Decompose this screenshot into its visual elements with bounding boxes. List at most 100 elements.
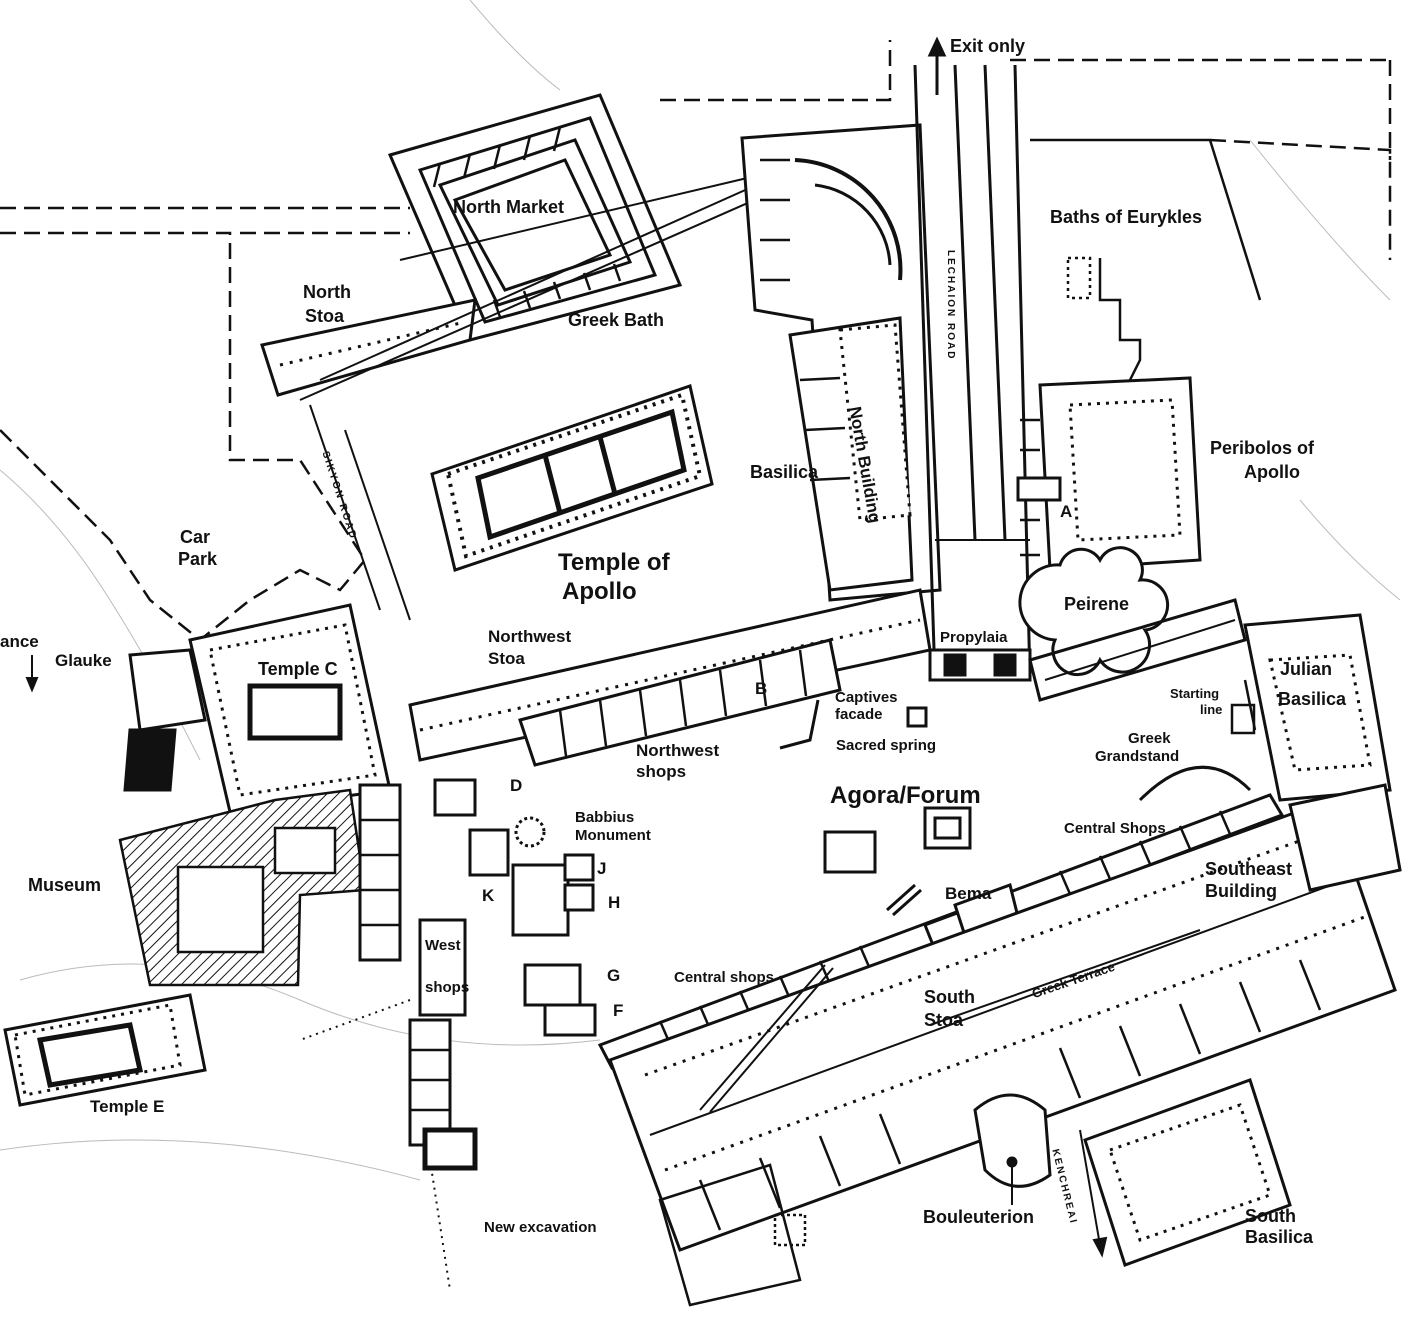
west-shops-label-1: West: [425, 937, 461, 954]
small-buildings: [433, 778, 597, 1037]
dashed-boundaries: [0, 40, 1392, 642]
basilica-complex: [740, 123, 942, 602]
peirene-fountain: [1018, 546, 1170, 677]
captives-facade-label-2: facade: [835, 706, 883, 723]
north-stoa: [260, 298, 477, 397]
museum-label: Museum: [28, 875, 102, 895]
temple-of-apollo-label-1: Temple of: [558, 549, 670, 576]
propylaia: [928, 648, 1032, 682]
basilica-rooms: [760, 158, 851, 482]
starting-line-label-1: Starting: [1170, 686, 1220, 701]
peirene-label: Peirene: [1064, 594, 1130, 614]
lechaion-road-label: LECHAION ROAD: [945, 250, 956, 361]
propylaia-road-walls: [1028, 598, 1247, 702]
bouleuterion-label: Bouleuterion: [923, 1207, 1034, 1227]
greek-grandstand-label-1: Greek: [1128, 730, 1171, 747]
letter-d-label: D: [510, 776, 523, 795]
greek-grandstand-label-2: Grandstand: [1095, 748, 1180, 765]
julian-basilica: [1243, 613, 1392, 802]
southeast-building: [1288, 783, 1402, 892]
west-shop-walls: [360, 818, 450, 1112]
north-market-rooms: [432, 126, 622, 318]
southwest-rooms: [658, 1163, 807, 1307]
baths-of-eurykles-label: Baths of Eurykles: [1050, 207, 1203, 227]
agora-features: [779, 699, 1252, 917]
south-stoa-label-1: South: [924, 987, 975, 1007]
letter-j-label: J: [597, 859, 607, 878]
sikyon-road: [309, 404, 411, 621]
bouleuterion: [973, 1093, 1052, 1205]
starting-line-marker: [1230, 679, 1257, 735]
julian-basilica-label-2: Basilica: [1278, 689, 1347, 709]
glauke-label: Glauke: [55, 651, 112, 670]
lechaion-road: [913, 64, 1032, 681]
south-basilica: [1083, 1078, 1292, 1267]
kenchreai-arrow: [1079, 1129, 1108, 1258]
peribolos-shops: [1020, 418, 1040, 557]
letter-h-label: H: [608, 893, 621, 912]
peribolos-of-apollo: [1016, 376, 1202, 572]
temple-of-apollo-label-2: Apollo: [562, 578, 637, 605]
northwest-shop-walls: [558, 649, 808, 757]
glauke-fountain: [123, 648, 207, 792]
central-shops-lower-label: Central shops: [674, 969, 775, 986]
upper-annex: [399, 174, 761, 261]
exit-label: Exit only: [950, 36, 1026, 56]
temple-e-label: Temple E: [90, 1097, 165, 1116]
letter-k-label: K: [482, 886, 495, 905]
peribolos-label-1: Peribolos of: [1210, 438, 1315, 458]
diagonal-trench: [699, 964, 834, 1113]
temple-c: [188, 603, 392, 814]
sacred-spring-label: Sacred spring: [836, 737, 937, 754]
temple-c-label: Temple C: [258, 659, 338, 679]
baths-of-eurykles: [1030, 138, 1262, 381]
entrance-arrow: [25, 655, 39, 693]
south-basilica-label-1: South: [1245, 1206, 1296, 1226]
north-stoa-label-2: Stoa: [305, 306, 345, 326]
northwest-shops-label-1: Northwest: [636, 741, 720, 760]
museum: [118, 788, 367, 987]
greek-bath-label: Greek Bath: [568, 310, 665, 330]
peribolos-label-2: Apollo: [1244, 462, 1300, 482]
northwest-shops: [518, 638, 842, 767]
northwest-stoa: [408, 588, 932, 762]
babbius-monument-label-1: Babbius: [575, 809, 635, 826]
west-shops-label-2: shops: [425, 979, 470, 996]
letter-a-label: A: [1060, 502, 1073, 521]
south-basilica-label-2: Basilica: [1245, 1227, 1314, 1247]
temple-e: [3, 993, 207, 1107]
propylaia-label: Propylaia: [940, 629, 1008, 646]
south-stoa-shops: [698, 959, 1322, 1231]
babbius-monument-label-2: Monument: [575, 827, 651, 844]
bema-label: Bema: [945, 884, 992, 903]
northwest-stoa-label-1: Northwest: [488, 627, 572, 646]
julian-basilica-label-1: Julian: [1280, 659, 1333, 679]
basilica-label: Basilica: [750, 462, 819, 482]
letter-g-label: G: [607, 966, 621, 985]
west-shops-column: [358, 783, 478, 1171]
south-stoa-label-2: Stoa: [924, 1010, 964, 1030]
captives-facade-label-1: Captives: [835, 689, 898, 706]
temple-of-apollo: [430, 384, 714, 572]
central-shops-upper-label: Central Shops: [1064, 820, 1166, 837]
entrance-label: ance: [0, 632, 39, 651]
northwest-shops-label-2: shops: [636, 762, 687, 781]
north-market-label: North Market: [453, 197, 565, 217]
south-stoa: [608, 798, 1397, 1252]
letter-b-label: B: [755, 679, 768, 698]
agora-forum-label: Agora/Forum: [830, 782, 981, 809]
north-market: [387, 93, 683, 342]
new-excavation-label: New excavation: [484, 1219, 597, 1236]
northwest-stoa-label-2: Stoa: [488, 649, 525, 668]
car-park-label-1: Car: [180, 527, 211, 547]
car-park-label-2: Park: [178, 549, 218, 569]
starting-line-label-2: line: [1200, 702, 1223, 717]
letter-f-label: F: [613, 1001, 624, 1020]
dotted-paths: [299, 999, 451, 1291]
exit-arrow: [927, 36, 947, 95]
greek-bath-line: [299, 169, 801, 401]
north-stoa-label-1: North: [303, 282, 351, 302]
southeast-building-label-1: Southeast: [1205, 859, 1293, 879]
